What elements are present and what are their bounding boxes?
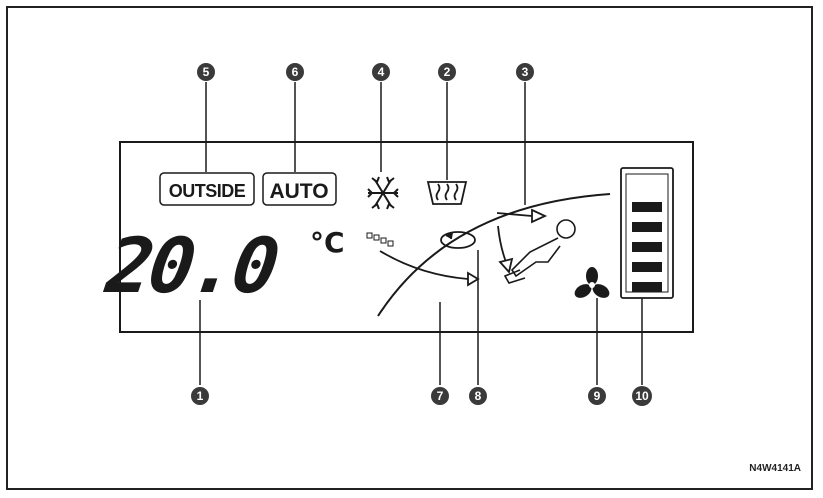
- svg-text:3: 3: [522, 65, 529, 79]
- auto-indicator-box: [262, 172, 337, 206]
- svg-text:1: 1: [197, 389, 204, 403]
- seated-occupant-icon: [503, 219, 576, 284]
- figure-id: N4W4141A: [749, 463, 801, 474]
- recirculation-icon: [440, 231, 476, 249]
- temperature-unit: °C: [310, 226, 345, 259]
- outside-air-arrow-icon: [379, 250, 480, 287]
- outside-indicator-box: [159, 172, 255, 206]
- fan-icon: [574, 267, 610, 298]
- fan-speed-inner: [625, 173, 669, 293]
- svg-text:9: 9: [594, 389, 601, 403]
- callouts: 5 6 4 2 3 1 7 8 9 10: [191, 63, 652, 406]
- svg-text:5: 5: [203, 65, 210, 79]
- defrost-icon: [426, 181, 468, 205]
- auto-label: AUTO: [269, 180, 328, 203]
- fan-speed-bar: [632, 282, 662, 292]
- face-vent-arrow-icon: [496, 208, 548, 224]
- callout-9: 9: [588, 387, 606, 405]
- outside-label: OUTSIDE: [169, 181, 246, 201]
- svg-text:4: 4: [378, 65, 385, 79]
- svg-text:10: 10: [635, 389, 649, 403]
- fan-speed-bar: [632, 202, 662, 212]
- callout-1: 1: [191, 387, 209, 405]
- svg-text:8: 8: [475, 389, 482, 403]
- callout-4: 4: [372, 63, 390, 81]
- snowflake-icon: [367, 176, 399, 210]
- temperature-readout: 20.0: [99, 222, 281, 311]
- callout-6: 6: [286, 63, 304, 81]
- callout-5: 5: [197, 63, 215, 81]
- callout-3: 3: [516, 63, 534, 81]
- fan-speed-bars: [632, 202, 662, 292]
- callout-2: 2: [438, 63, 456, 81]
- svg-text:6: 6: [292, 65, 299, 79]
- airflow-divider-arc: [377, 193, 611, 317]
- blend-dots: [366, 232, 394, 247]
- callout-7: 7: [431, 387, 449, 405]
- svg-text:2: 2: [444, 65, 451, 79]
- callout-10: 10: [632, 386, 652, 406]
- fan-speed-bar: [632, 222, 662, 232]
- callout-8: 8: [469, 387, 487, 405]
- foot-vent-arrow-icon: [497, 225, 514, 274]
- fan-speed-bar: [632, 262, 662, 272]
- leader-lines: [199, 82, 643, 385]
- fan-speed-bar: [632, 242, 662, 252]
- svg-text:7: 7: [437, 389, 444, 403]
